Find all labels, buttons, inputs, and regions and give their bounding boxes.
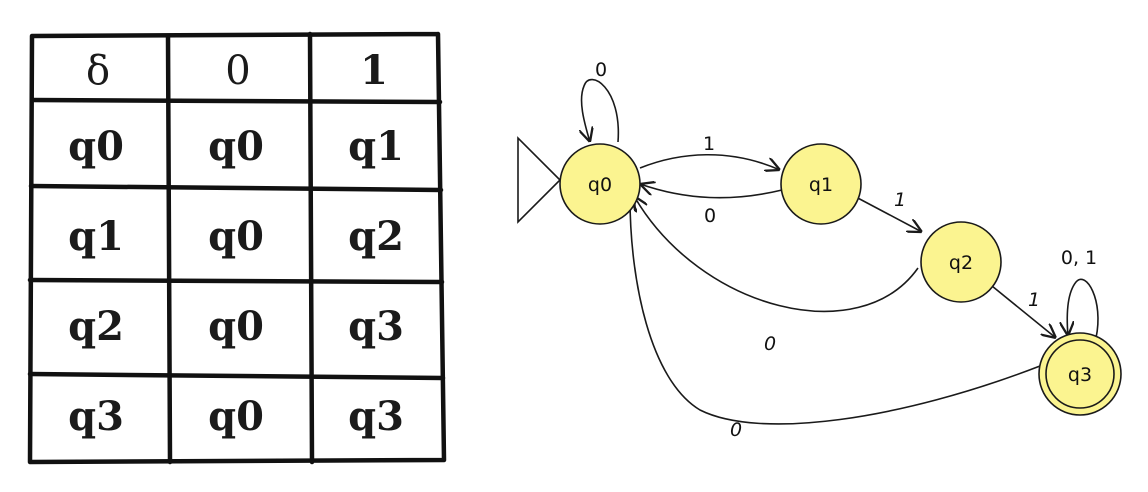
table-cell: q3	[348, 393, 404, 440]
edge-label: 0	[704, 205, 716, 227]
edge-q3-q0	[630, 198, 1041, 425]
table-col-lines	[165, 31, 315, 465]
table-header-0: 0	[225, 48, 250, 94]
edge-label: 0	[764, 333, 776, 355]
table-header-1: 1	[360, 47, 388, 94]
state-label: q1	[809, 174, 833, 196]
table-header-delta: δ	[86, 48, 110, 94]
edge-label: 1	[894, 189, 906, 211]
table-cell: q2	[348, 213, 404, 260]
table-cell: q0	[208, 393, 264, 440]
state-q1: q1	[780, 143, 862, 225]
table-cell: q0	[208, 123, 264, 170]
transition-table: δ 0 1 q0 q0 q1 q1 q0 q2 q2 q0 q3 q3 q0 q…	[27, 31, 447, 465]
state-label: q0	[588, 174, 612, 196]
edge-label: 0	[595, 59, 607, 81]
start-arrow-icon	[517, 136, 562, 224]
table-cell: q1	[68, 213, 124, 260]
table-cell: q3	[68, 393, 124, 440]
state-q3: q3	[1038, 332, 1122, 416]
table-cell: q0	[68, 123, 124, 170]
table-cell: q3	[348, 303, 404, 350]
state-q2: q2	[920, 221, 1002, 303]
edge-label: 0	[730, 419, 742, 441]
edge-label: 1	[1028, 289, 1040, 311]
edge-q2-q0	[634, 196, 919, 313]
edge-q0-q0	[582, 78, 620, 142]
state-q0: q0	[559, 143, 641, 225]
table-border	[27, 31, 447, 465]
state-label: q2	[949, 252, 973, 274]
edge-q1-q2	[853, 195, 922, 232]
state-diagram: 0 1 0 1 0 1 0 0, 1 q0 q1 q2 q3	[517, 59, 1122, 441]
edge-q3-q3	[1067, 278, 1099, 339]
edge-label: 0, 1	[1061, 247, 1097, 269]
edge-label: 1	[703, 133, 715, 155]
edge-q2-q3	[991, 285, 1056, 338]
edge-q1-q0	[640, 184, 783, 199]
table-cell: q0	[208, 213, 264, 260]
table-cell: q2	[68, 303, 124, 350]
state-label: q3	[1068, 364, 1092, 386]
table-cell: q0	[208, 303, 264, 350]
table-row-lines	[27, 97, 446, 381]
table-cell: q1	[348, 123, 404, 170]
edge-q0-q1	[639, 153, 780, 170]
